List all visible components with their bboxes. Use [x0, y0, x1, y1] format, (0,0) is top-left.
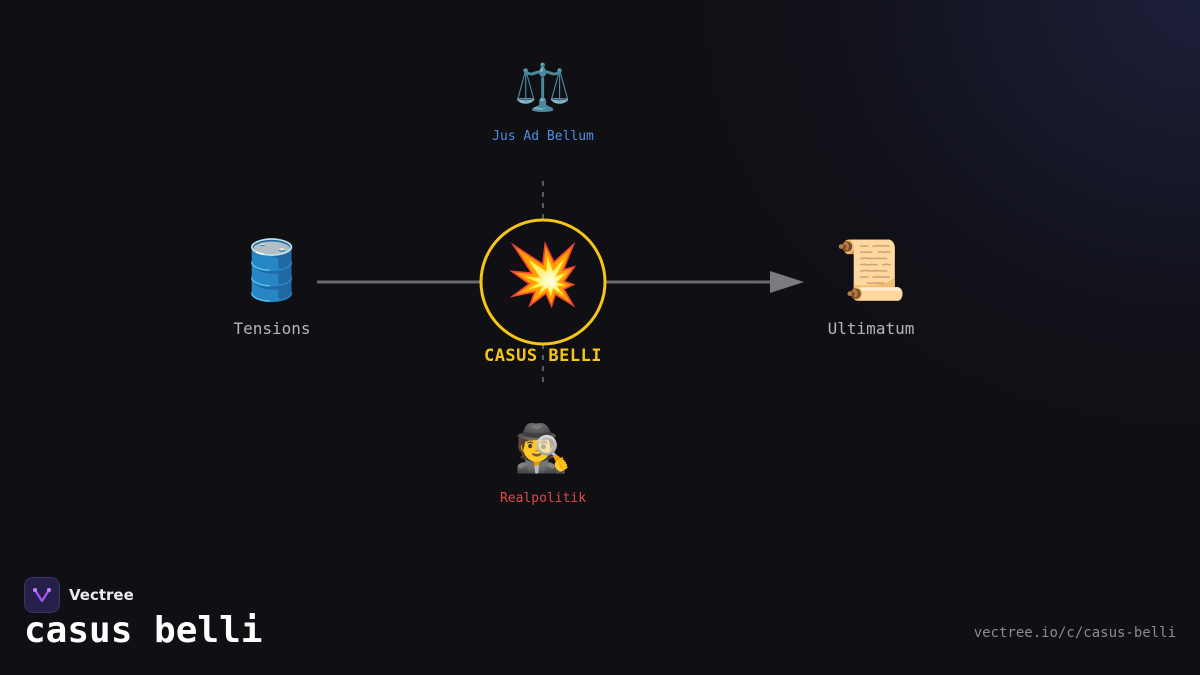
page-title: casus belli — [24, 610, 263, 651]
scroll-icon: 📜 — [834, 236, 908, 304]
source-url: vectree.io/c/casus-belli — [973, 625, 1176, 641]
node-label-casus-belli: CASUS BELLI — [483, 346, 603, 366]
detective-icon: 🕵️ — [514, 421, 572, 475]
brand: Vectree — [24, 577, 134, 613]
arrowhead-ultimatum — [770, 271, 804, 293]
node-label-ultimatum: Ultimatum — [827, 319, 915, 338]
collision-icon: 💥 — [505, 240, 581, 310]
center-ring — [479, 218, 607, 346]
node-label-realpolitik: Realpolitik — [499, 491, 587, 506]
oil-drum-icon: 🛢️ — [235, 236, 309, 304]
node-label-jus-ad-bellum: Jus Ad Bellum — [492, 129, 594, 144]
brand-name: Vectree — [69, 586, 134, 604]
vectree-logo-icon — [24, 577, 60, 613]
balance-scale-icon: ⚖️ — [514, 60, 572, 114]
node-label-tensions: Tensions — [233, 319, 311, 338]
